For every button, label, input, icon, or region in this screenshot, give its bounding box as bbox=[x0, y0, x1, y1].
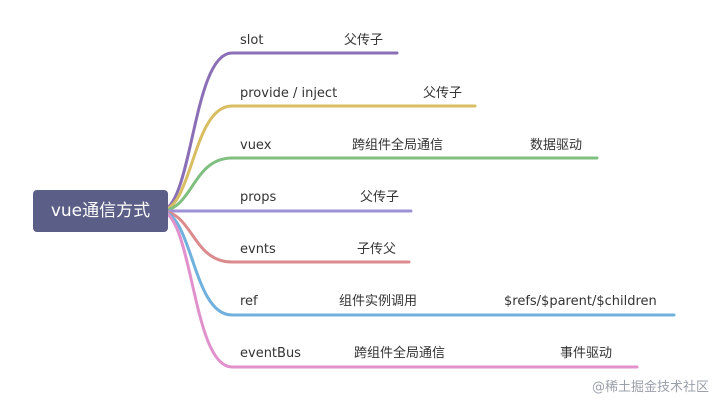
branch-extra-vuex[interactable]: 数据驱动 bbox=[530, 138, 583, 153]
branch-line-provide-inject bbox=[158, 104, 477, 213]
branch-desc-evnts[interactable]: 子传父 bbox=[357, 242, 397, 257]
branch-desc-slot[interactable]: 父传子 bbox=[344, 33, 384, 48]
branch-extra-ref[interactable]: $refs/$parent/$children bbox=[504, 294, 657, 309]
branch-extra-eventbus[interactable]: 事件驱动 bbox=[560, 346, 613, 361]
root-node[interactable]: vue通信方式 bbox=[33, 190, 168, 232]
branch-desc-provide-inject[interactable]: 父传子 bbox=[423, 86, 463, 101]
branch-line-eventbus bbox=[158, 209, 639, 369]
branch-label-slot[interactable]: slot bbox=[240, 33, 264, 48]
branch-desc-eventbus[interactable]: 跨组件全局通信 bbox=[354, 346, 446, 361]
branch-line-evnts bbox=[158, 209, 411, 264]
branch-label-vuex[interactable]: vuex bbox=[240, 138, 272, 153]
branch-label-provide-inject[interactable]: provide / inject bbox=[240, 86, 338, 101]
branch-line-slot bbox=[158, 51, 399, 213]
branch-desc-props[interactable]: 父传子 bbox=[360, 190, 400, 205]
branch-desc-vuex[interactable]: 跨组件全局通信 bbox=[352, 138, 444, 153]
branch-line-vuex bbox=[158, 156, 599, 213]
branch-label-ref[interactable]: ref bbox=[240, 294, 258, 309]
branch-label-evnts[interactable]: evnts bbox=[240, 242, 276, 257]
branch-desc-ref[interactable]: 组件实例调用 bbox=[339, 294, 418, 309]
branch-label-eventbus[interactable]: eventBus bbox=[240, 346, 301, 361]
watermark: @稀土掘金技术社区 bbox=[591, 380, 709, 395]
branch-label-props[interactable]: props bbox=[240, 190, 277, 205]
